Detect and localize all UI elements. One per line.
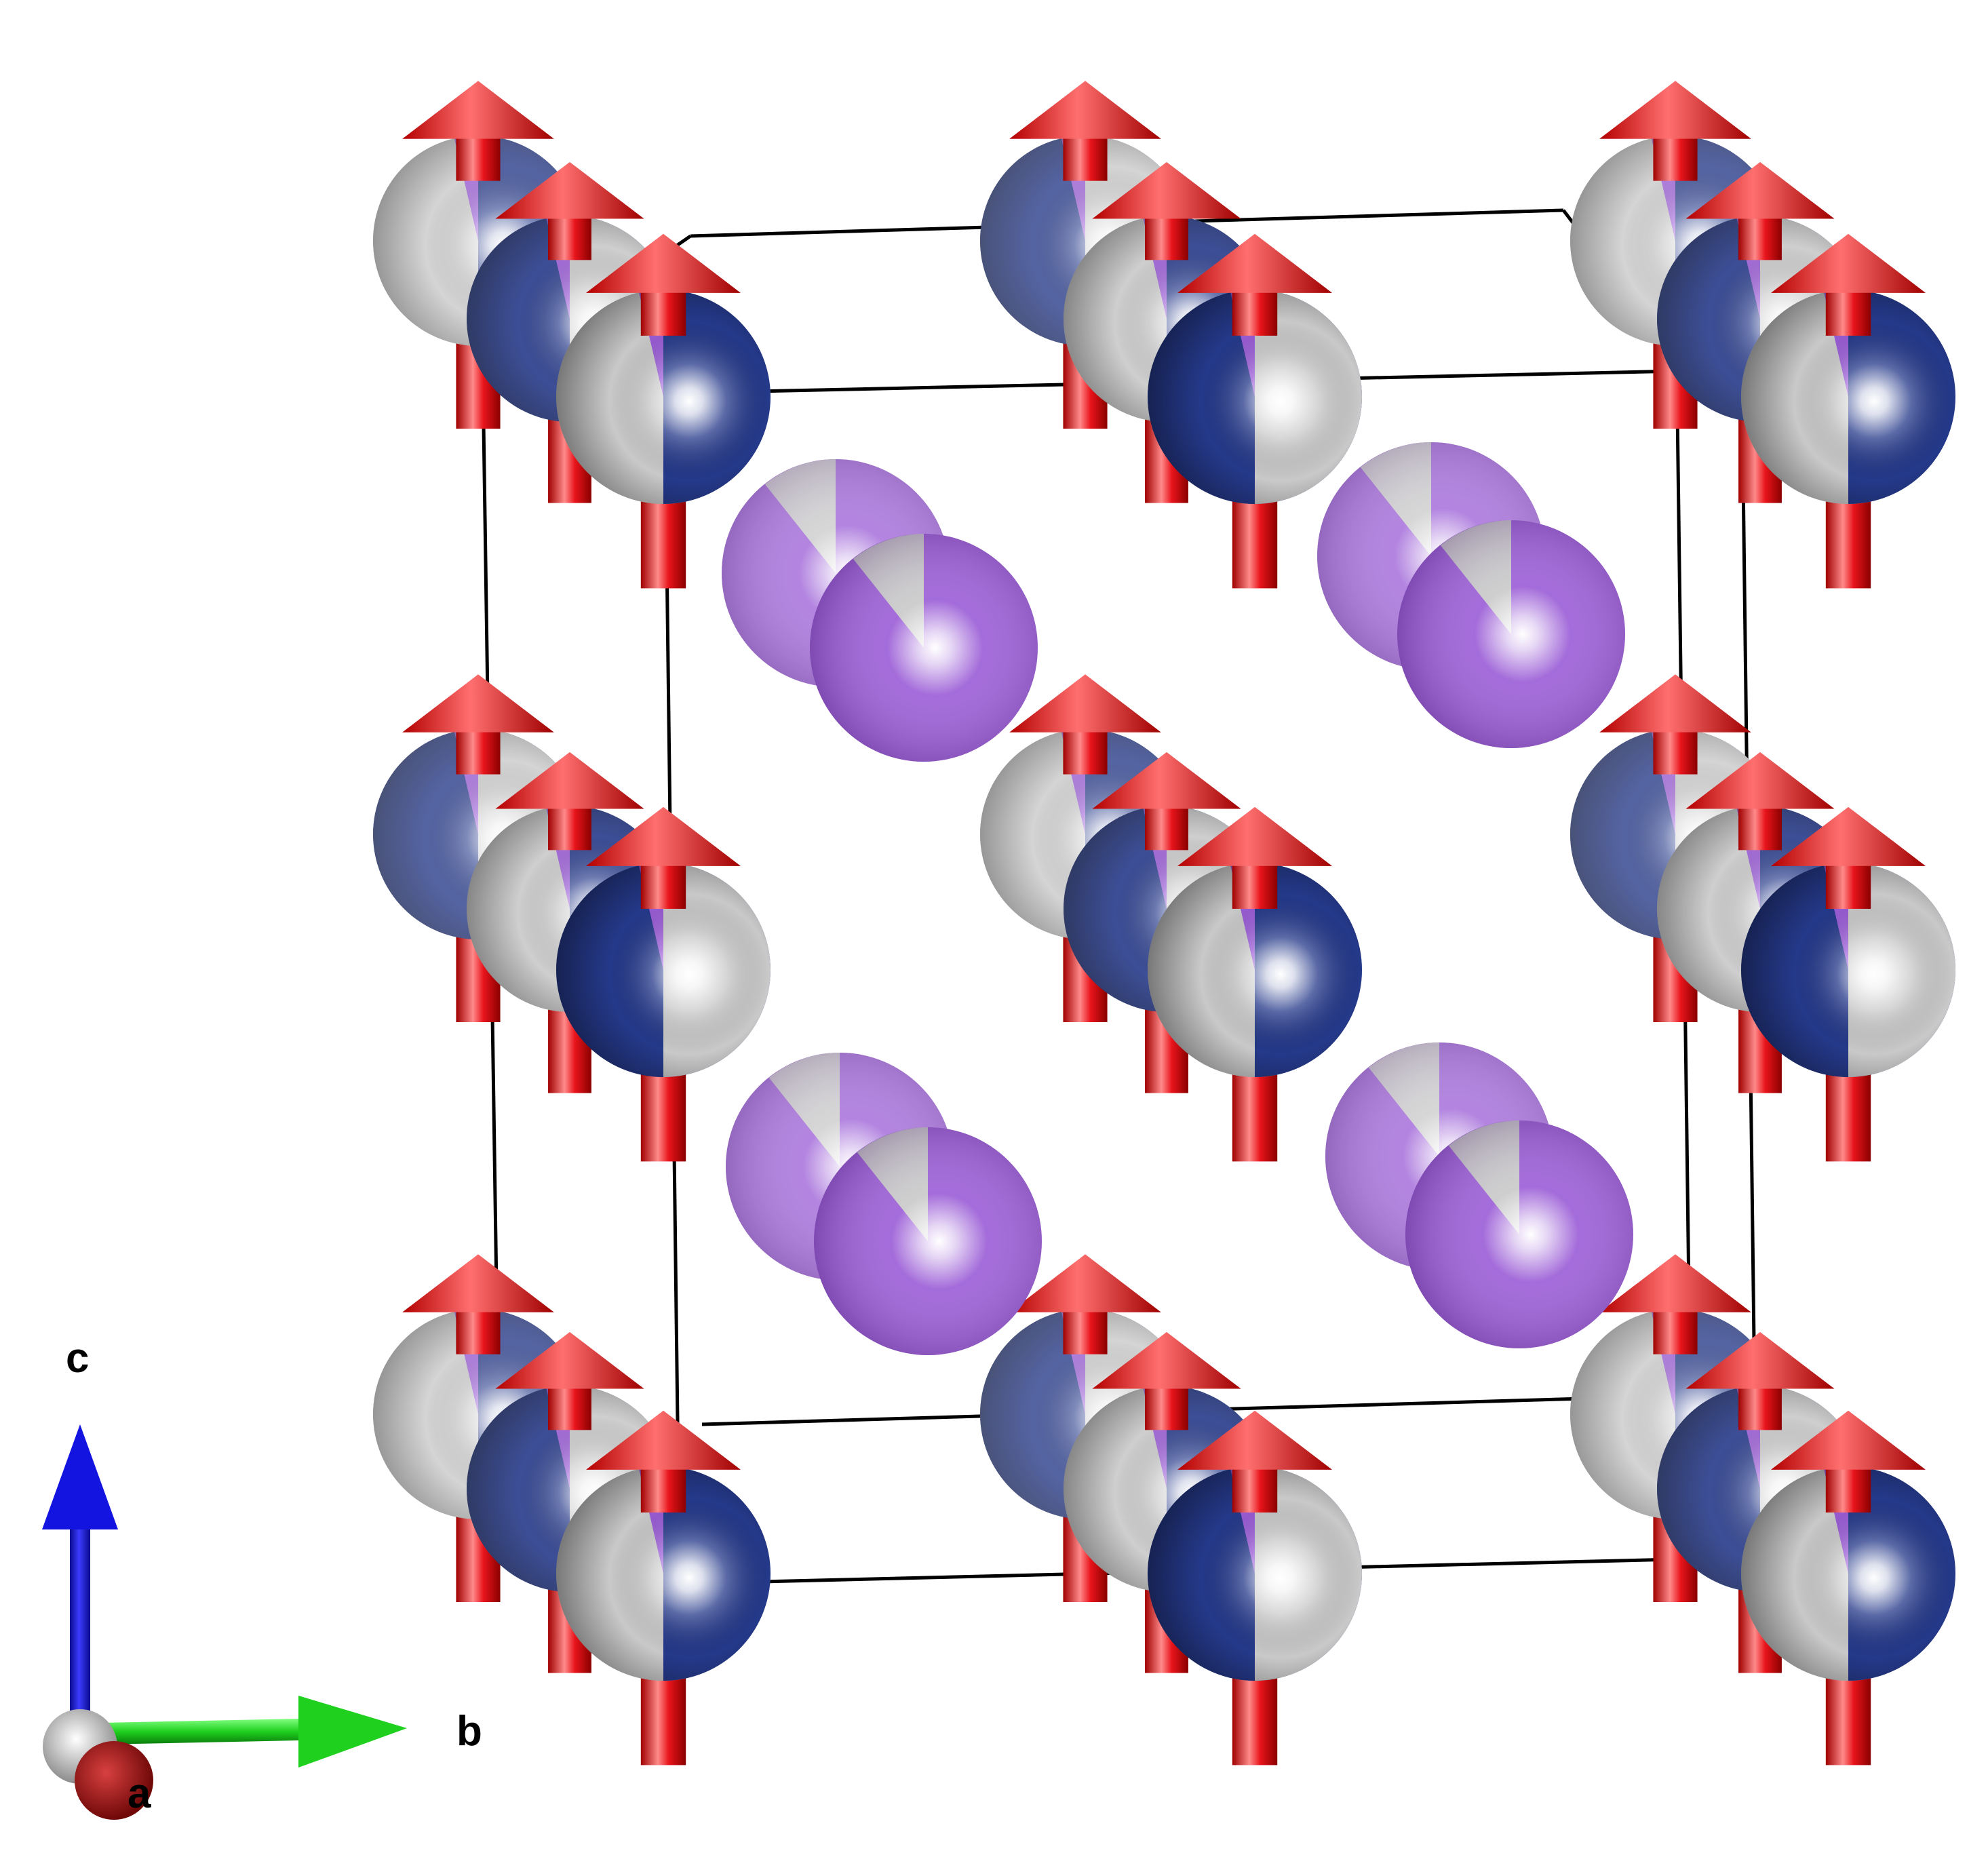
moment-head-upper [1771,233,1926,293]
atom-sphere [556,862,771,1077]
moment-shaft-upper [1232,1468,1278,1513]
axis-c-arrow [42,1424,118,1736]
moment-head-upper [1599,674,1751,733]
magnetic-site [1741,233,1955,589]
magnetic-site [1148,806,1362,1162]
moment-shaft-upper [1145,807,1188,851]
moment-shaft-upper [1738,217,1782,260]
moment-head-upper [402,674,554,733]
moment-head-upper [495,752,644,809]
moment-shaft-upper [456,137,501,181]
moment-shaft-upper [640,1468,686,1513]
moment-head-upper [402,1254,554,1312]
moment-shaft-upper [1825,864,1871,909]
axis-label-b: b [456,1708,482,1755]
nonmagnetic-site [1405,1120,1633,1348]
sphere-shading [556,290,771,504]
moment-head-upper [402,81,554,139]
sphere-shading [556,1466,771,1681]
moment-head-upper [1092,161,1241,219]
moment-shaft-upper [548,1387,591,1430]
moment-shaft-upper [1825,1468,1871,1513]
sphere-shading [1405,1120,1633,1348]
magnetic-site [1148,233,1362,589]
moment-head-upper [1599,81,1751,139]
moment-head-upper [1771,806,1926,866]
sphere-shading [814,1127,1042,1355]
moment-head-upper [1771,1410,1926,1470]
magnetic-site [556,233,771,589]
axis-a-ball [75,1741,153,1820]
moment-shaft-upper [1653,1310,1698,1354]
moment-shaft-upper [1145,217,1188,260]
atom-sphere [1741,862,1955,1077]
moment-shaft-upper [1063,1310,1108,1354]
moment-shaft-upper [1653,137,1698,181]
axis-label-a: a [128,1770,151,1817]
nonmagnetic-site [814,1127,1042,1355]
moment-shaft-upper [1653,730,1698,775]
atom-sphere [1148,862,1362,1077]
moment-head-upper [586,1410,741,1470]
moment-shaft-upper [456,1310,501,1354]
sphere-shading [1397,520,1625,748]
magnetic-site [1148,1410,1362,1766]
moment-shaft-upper [640,291,686,336]
moment-head-upper [1177,1410,1332,1470]
magnetic-site [1741,806,1955,1162]
nonmagnetic-site [1397,520,1625,748]
sphere-shading [1741,1466,1955,1681]
moment-head-upper [1009,674,1161,733]
atom-sphere [556,289,771,504]
axis-indicator: c b a [42,1335,482,1820]
moment-shaft-upper [1232,864,1278,909]
moment-head-upper [495,161,644,219]
sphere-shading [1148,863,1362,1077]
moment-head-upper [1009,1254,1161,1312]
moment-shaft-upper [548,807,591,851]
axis-label-c: c [66,1335,89,1382]
magnetic-site [556,806,771,1162]
moment-shaft-upper [1063,137,1108,181]
moment-head-upper [1177,806,1332,866]
moment-head-upper [586,806,741,866]
sphere-shading [556,863,771,1077]
moment-head-upper [1177,233,1332,293]
moment-shaft-upper [1738,1387,1782,1430]
moment-head-upper [1685,1331,1835,1389]
moment-head-upper [1685,161,1835,219]
sphere-shading [1148,290,1362,504]
moment-head-upper [586,233,741,293]
moment-shaft-upper [1738,807,1782,851]
sphere-shading [1148,1466,1362,1681]
sphere-shading [810,534,1038,762]
moment-shaft-upper [548,217,591,260]
sphere-shading [1741,290,1955,504]
moment-head-upper [1092,1331,1241,1389]
atom-sphere [1741,289,1955,504]
moment-shaft-upper [456,730,501,775]
atom-layer [373,81,1955,1766]
axis-b-arrow [102,1696,407,1768]
moment-shaft-upper [1145,1387,1188,1430]
moment-head-upper [1685,752,1835,809]
atom-sphere [556,1466,771,1681]
magnetic-site [1741,1410,1955,1766]
atom-sphere [1148,1466,1362,1681]
atom-sphere [1741,1466,1955,1681]
moment-head-upper [495,1331,644,1389]
moment-head-upper [1599,1254,1751,1312]
nonmagnetic-site [810,534,1038,762]
moment-head-upper [1009,81,1161,139]
moment-shaft-upper [640,864,686,909]
moment-shaft-upper [1825,291,1871,336]
sphere-shading [1741,863,1955,1077]
moment-shaft-upper [1063,730,1108,775]
magnetic-site [556,1410,771,1766]
moment-shaft-upper [1232,291,1278,336]
moment-head-upper [1092,752,1241,809]
